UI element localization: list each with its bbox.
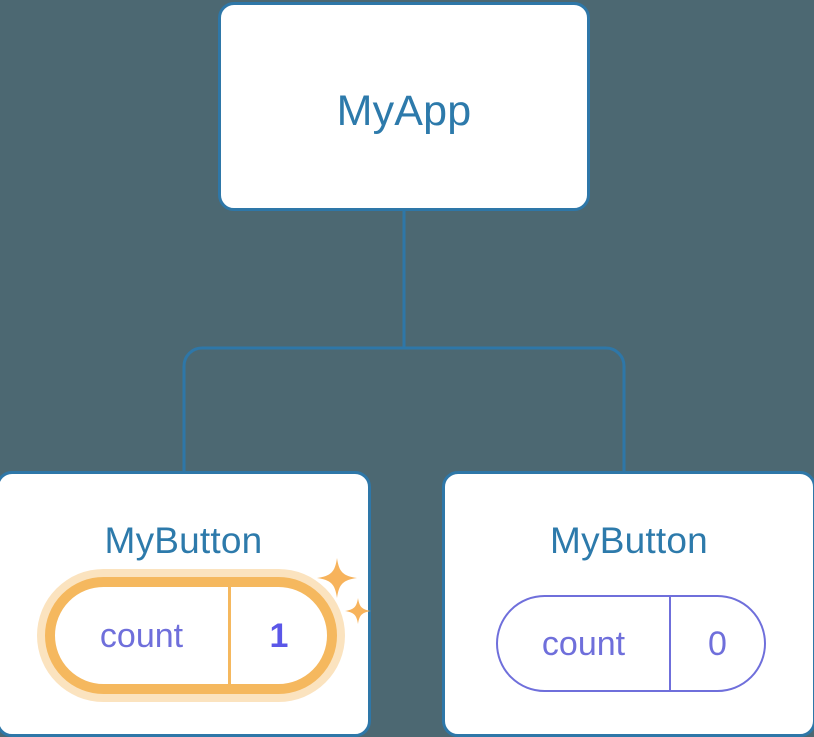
- node-title: MyButton: [104, 520, 263, 561]
- node-card-myapp[interactable]: MyApp: [218, 2, 590, 211]
- node-card-mybutton-right[interactable]: MyButton count 0: [442, 471, 814, 737]
- sparkle-small-icon: [345, 598, 371, 624]
- node-card-mybutton-left[interactable]: MyButton count 1: [0, 471, 371, 737]
- state-value: 1: [269, 616, 289, 655]
- state-key: count: [55, 587, 231, 684]
- connector-branch-left: [182, 346, 404, 473]
- state-pill[interactable]: count 0: [496, 595, 766, 692]
- state-value: 0: [708, 624, 727, 663]
- sparkle-group: [317, 558, 371, 624]
- state-pill-highlighted[interactable]: count 1: [45, 577, 337, 694]
- node-title: MyApp: [336, 87, 472, 135]
- state-key: count: [498, 597, 671, 690]
- sparkle-large-icon: [317, 558, 357, 598]
- node-title: MyButton: [550, 520, 708, 561]
- connector-branch-right: [404, 346, 626, 473]
